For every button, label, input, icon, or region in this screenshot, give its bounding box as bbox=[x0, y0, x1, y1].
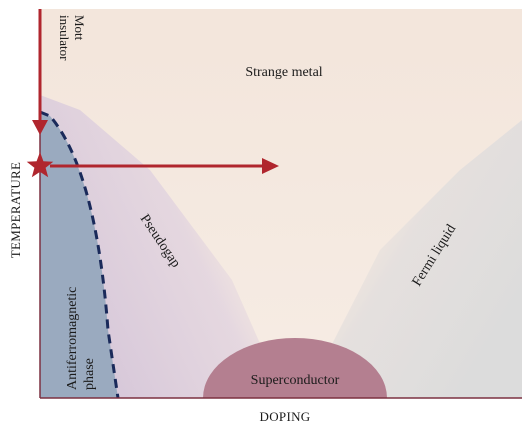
star-icon bbox=[26, 152, 54, 178]
doping-arrow bbox=[50, 158, 279, 174]
mott-insulator-label: Mott insulator bbox=[57, 15, 87, 61]
superconductor-label: Superconductor bbox=[251, 373, 340, 388]
strange-metal-label: Strange metal bbox=[245, 65, 322, 80]
y-axis-label: TEMPERATURE bbox=[8, 162, 23, 258]
x-axis-label: DOPING bbox=[260, 409, 311, 424]
antiferromagnetic-boundary bbox=[39, 110, 120, 399]
antiferromagnetic-label: Antiferromagnetic phase bbox=[65, 283, 97, 390]
cooling-arrow bbox=[32, 9, 48, 135]
superconductor-dome bbox=[203, 338, 387, 398]
fermi-liquid-region bbox=[330, 120, 522, 398]
antiferromagnetic-region bbox=[40, 112, 118, 398]
